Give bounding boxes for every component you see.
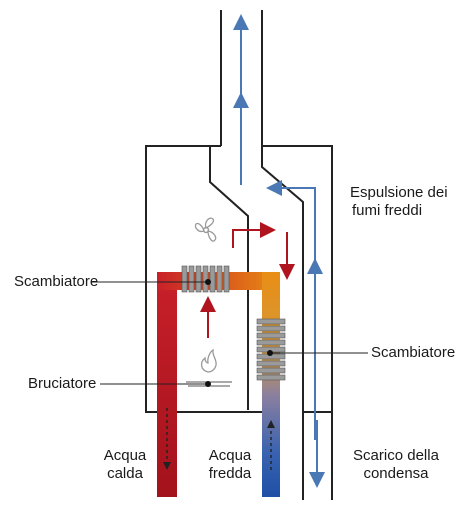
right-exchanger-fins	[256, 318, 286, 381]
top-exchanger-fins	[181, 265, 230, 293]
water-flow-arrows	[166, 408, 272, 470]
leader-dots	[205, 279, 273, 387]
exchanger-right-label: Scambiatore	[371, 344, 456, 361]
flue-pipe	[220, 10, 263, 146]
flame-icon	[200, 348, 217, 373]
leader-lines	[92, 281, 368, 385]
hot-water-label: Acqua calda	[103, 447, 147, 482]
condensate-label: Scarico della condensa	[353, 447, 439, 482]
hot-gas-arrows	[200, 222, 295, 338]
exhaust-label: Espulsione dei fumi freddi	[350, 184, 448, 219]
cold-water-flow-arrowhead	[267, 420, 275, 428]
fan-icon	[194, 217, 217, 242]
exchanger-top-label: Scambiatore	[14, 273, 99, 290]
internal-flue-channel	[209, 146, 304, 412]
hot-water-flow-arrowhead	[163, 462, 171, 470]
burner-label: Bruciatore	[28, 375, 97, 392]
boiler-casing	[145, 145, 333, 500]
cold-water-label: Acqua fredda	[208, 447, 252, 482]
flue-gas-arrows	[233, 14, 325, 488]
